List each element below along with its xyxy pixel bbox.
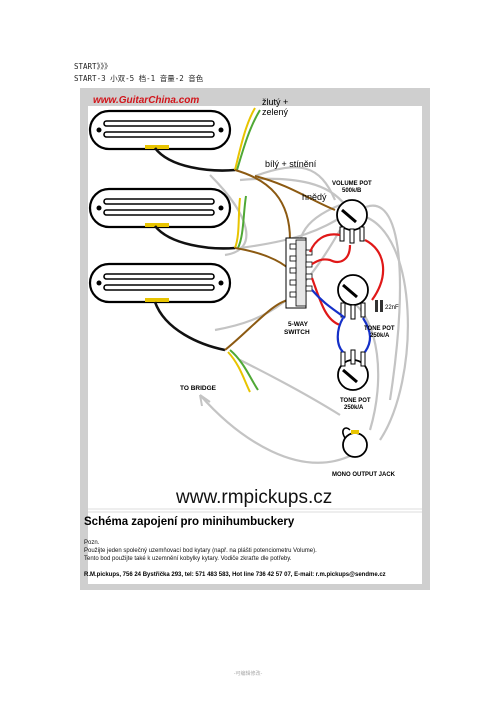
tone-pot-2 [337, 349, 369, 391]
label-tone-pot-2b: 250k/A [344, 405, 364, 411]
tone-pot-1 [337, 274, 369, 320]
note-line-1: Použijte jeden společný uzemňovací bod k… [84, 548, 317, 554]
brown-wires [224, 169, 336, 351]
page-footer: -可编辑修改- [233, 671, 263, 677]
output-jack [342, 427, 368, 458]
label-yellow-green-1: žlutý + [262, 97, 288, 107]
label-tone-pot-2a: TONE POT [340, 398, 371, 404]
label-tone-pot-1b: 250k/A [370, 333, 390, 339]
label-volume-pot-1: VOLUME POT [332, 181, 372, 187]
pickup-middle [88, 187, 232, 229]
pickup-bridge [88, 262, 232, 304]
doc-heading-line1: START》》》 [74, 62, 112, 71]
bridge-arrow [199, 394, 211, 407]
label-switch-1: 5-WAY [288, 321, 309, 328]
label-tone-pot-1a: TONE POT [364, 326, 395, 332]
label-volume-pot-2: 500k/B [342, 188, 362, 194]
diagram-canvas [88, 106, 422, 584]
note-line-2: Tento bod použijte také k uzemnění kobyl… [84, 556, 292, 562]
website-text: www.rmpickups.cz [176, 487, 333, 508]
label-jack: MONO OUTPUT JACK [332, 472, 396, 478]
yellow-green-wires [227, 107, 261, 393]
five-way-switch [285, 237, 313, 309]
pickup-neck [88, 109, 232, 151]
ground-wires [199, 166, 409, 464]
note-heading: Pozn. [84, 540, 100, 546]
volume-pot [336, 199, 368, 244]
blue-wires [311, 289, 372, 353]
capacitor [375, 300, 383, 312]
label-switch-2: SWITCH [284, 329, 310, 336]
schema-title: Schéma zapojení pro minihumbuckery [84, 516, 295, 528]
label-brown: hnědý [302, 192, 327, 202]
contact-line: R.M.pickups, 756 24 Bystřička 293, tel: … [84, 572, 386, 578]
label-capacitor: 22nF [385, 305, 399, 311]
label-to-bridge: TO BRIDGE [180, 385, 217, 392]
doc-heading-line2: START-3 小双-5 档-1 音量-2 音色 [74, 74, 204, 83]
label-white-shield: bílý + stínění [265, 159, 317, 169]
brand-text: www.GuitarChina.com [93, 95, 199, 106]
pickup-black-wires [153, 147, 236, 352]
label-yellow-green-2: zelený [262, 107, 289, 117]
red-wires [308, 233, 385, 327]
